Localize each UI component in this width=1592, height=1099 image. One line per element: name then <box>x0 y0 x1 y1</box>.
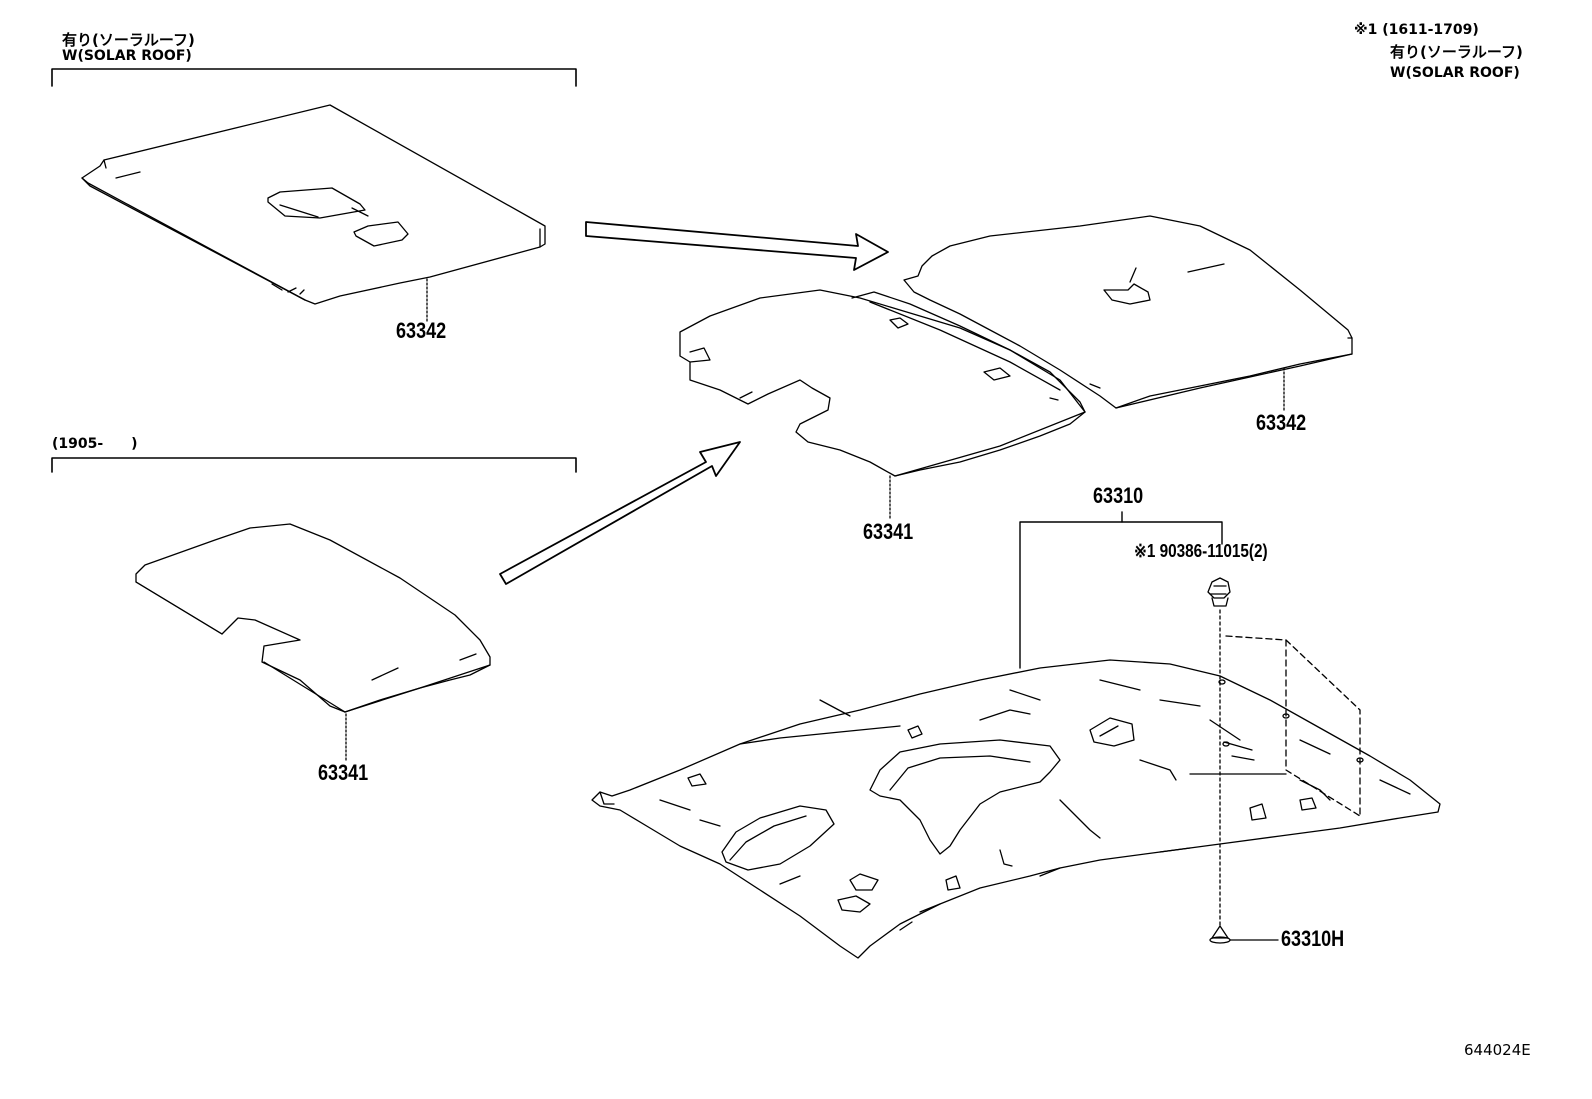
bracket-63310 <box>1020 512 1222 668</box>
note-solar-roof-en-right: W(SOLAR ROOF) <box>1390 65 1520 81</box>
pad-63341-center <box>680 290 1085 476</box>
bracket-1905 <box>52 458 576 472</box>
headliner-63310 <box>592 660 1440 958</box>
part-number-63341-left[interactable]: 63341 <box>318 760 369 785</box>
part-number-63341-center[interactable]: 63341 <box>863 519 914 544</box>
note-date-1905: (1905- ) <box>52 436 138 452</box>
bracket-solar-roof <box>52 69 576 86</box>
part-number-63342-left[interactable]: 63342 <box>396 318 447 343</box>
pad-63342-left <box>82 105 545 304</box>
part-number-63342-right[interactable]: 63342 <box>1256 410 1307 435</box>
clip-90386 <box>1208 578 1230 606</box>
note-asterisk-1-date: ※1 (1611-1709) <box>1354 22 1479 38</box>
part-number-63310[interactable]: 63310 <box>1093 483 1144 508</box>
arrow-top <box>586 222 888 270</box>
detail-box <box>1226 636 1360 816</box>
part-number-clip-90386[interactable]: ※1 90386-11015(2) <box>1134 541 1268 561</box>
pad-63341-left <box>136 524 490 712</box>
note-solar-roof-en-left: W(SOLAR ROOF) <box>62 48 192 64</box>
fastener-63310H <box>1210 926 1278 943</box>
pad-63342-right <box>904 216 1352 408</box>
figure-code: 644024E <box>1464 1041 1531 1059</box>
arrow-bottom <box>500 442 740 584</box>
note-solar-roof-jp-right: 有り(ソーラルーフ) <box>1390 43 1523 61</box>
note-solar-roof-jp-left: 有り(ソーラルーフ) <box>62 31 195 49</box>
part-number-63310H[interactable]: 63310H <box>1281 926 1345 951</box>
